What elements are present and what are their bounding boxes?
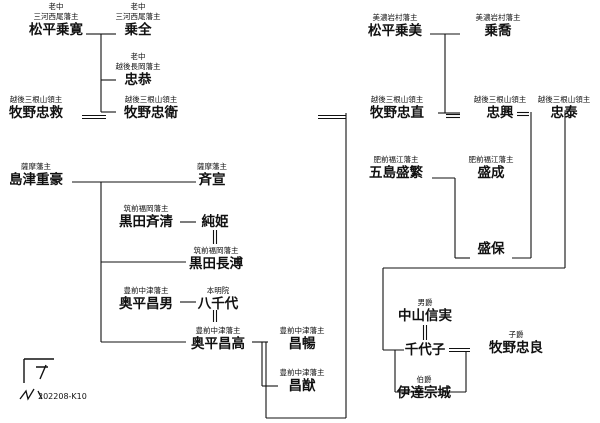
person-name: 忠興 bbox=[486, 105, 514, 121]
person-title: 筑前福岡藩主 bbox=[123, 204, 169, 213]
person-name: 盛保 bbox=[477, 241, 505, 257]
person-yachiyo: 本明院 八千代 bbox=[192, 286, 244, 312]
person-name: 八千代 bbox=[197, 296, 239, 312]
person-name: 千代子 bbox=[404, 342, 446, 358]
person-shimazu-shigehide: 薩摩藩主 島津重豪 bbox=[0, 162, 72, 188]
person-masamoto: 豊前中津藩主 昌猷 bbox=[266, 368, 338, 394]
person-kuroda-nagahiro: 筑前福岡藩主 黒田長溥 bbox=[176, 246, 256, 272]
person-title: 美濃岩村藩主 bbox=[372, 13, 418, 22]
person-title: 伯爵 bbox=[416, 375, 432, 384]
person-title: 美濃岩村藩主 bbox=[475, 13, 521, 22]
person-name: 奥平昌男 bbox=[119, 296, 173, 312]
person-name: 昌暢 bbox=[288, 336, 316, 352]
person-narinobu: 薩摩藩主 斉宣 bbox=[184, 162, 240, 188]
person-goto-moritada: 肥前福江藩主 五島盛繁 bbox=[360, 155, 432, 181]
person-name: 島津重豪 bbox=[9, 172, 63, 188]
diagram-code: 202208-K10 bbox=[38, 392, 87, 401]
person-makino-tadayoshi: 子爵 牧野忠良 bbox=[476, 330, 556, 356]
person-junhime: 純姫 bbox=[195, 214, 235, 230]
person-makino-tadanao: 越後三根山領主 牧野忠直 bbox=[358, 95, 436, 121]
person-okudaira-masataka: 豊前中津藩主 奥平昌高 bbox=[182, 326, 254, 352]
person-title: 老中 越後長岡藩主 bbox=[115, 52, 161, 71]
person-name: 五島盛繁 bbox=[369, 165, 423, 181]
person-makino-tadamori: 越後三根山領主 牧野忠衛 bbox=[112, 95, 190, 121]
person-matsudaira-noriyoshi: 美濃岩村藩主 松平乗美 bbox=[356, 13, 434, 39]
person-title: 肥前福江藩主 bbox=[468, 155, 514, 164]
person-tadahiro: 越後三根山領主 忠泰 bbox=[526, 95, 600, 121]
person-name: 牧野忠良 bbox=[489, 340, 543, 356]
person-tadaoki: 越後三根山領主 忠興 bbox=[462, 95, 538, 121]
person-name: 忠恭 bbox=[124, 72, 152, 88]
person-name: 乗全 bbox=[124, 22, 152, 38]
person-name: 松平乗寛 bbox=[29, 22, 83, 38]
person-title: 越後三根山領主 bbox=[9, 95, 63, 104]
person-morinari: 肥前福江藩主 盛成 bbox=[455, 155, 527, 181]
person-name: 牧野忠直 bbox=[370, 105, 424, 121]
person-name: 中山信実 bbox=[398, 308, 452, 324]
person-title: 越後三根山領主 bbox=[124, 95, 178, 104]
author-logo-icon bbox=[19, 358, 54, 401]
person-masanobu: 豊前中津藩主 昌暢 bbox=[266, 326, 338, 352]
person-name: 乗喬 bbox=[484, 23, 512, 39]
person-name: 伊達宗城 bbox=[397, 385, 451, 401]
person-name: 忠泰 bbox=[550, 105, 578, 121]
person-chiyoko: 千代子 bbox=[400, 342, 450, 358]
person-name: 牧野忠衛 bbox=[124, 105, 178, 121]
person-title: 老中 三河西尾藩主 bbox=[115, 2, 161, 21]
person-title: 越後三根山領主 bbox=[537, 95, 591, 104]
person-matsudaira-norihiro: 老中 三河西尾藩主 松平乗寛 bbox=[16, 2, 96, 38]
person-title: 豊前中津藩主 bbox=[279, 326, 325, 335]
person-moriyasu: 盛保 bbox=[470, 241, 512, 257]
person-title: 薩摩藩主 bbox=[197, 162, 227, 171]
person-title: 越後三根山領主 bbox=[473, 95, 527, 104]
person-date-munenari: 伯爵 伊達宗城 bbox=[388, 375, 460, 401]
person-name: 松平乗美 bbox=[368, 23, 422, 39]
person-name: 斉宣 bbox=[198, 172, 226, 188]
person-title: 豊前中津藩主 bbox=[279, 368, 325, 377]
person-title: 肥前福江藩主 bbox=[373, 155, 419, 164]
person-title: 豊前中津藩主 bbox=[195, 326, 241, 335]
person-name: 黒田長溥 bbox=[189, 256, 243, 272]
person-name: 牧野忠救 bbox=[9, 105, 63, 121]
person-nakayama-nobuzane: 男爵 中山信実 bbox=[392, 298, 458, 324]
person-title: 男爵 bbox=[417, 298, 433, 307]
person-title: 越後三根山領主 bbox=[370, 95, 424, 104]
person-name: 昌猷 bbox=[288, 378, 316, 394]
person-kuroda-narikiyo: 筑前福岡藩主 黒田斉清 bbox=[110, 204, 182, 230]
person-noritaka: 美濃岩村藩主 乗喬 bbox=[462, 13, 534, 39]
person-makino-tadahira: 越後三根山領主 牧野忠救 bbox=[0, 95, 72, 121]
person-title: 本明院 bbox=[206, 286, 230, 295]
person-name: 純姫 bbox=[201, 214, 229, 230]
person-noriyasu: 老中 三河西尾藩主 乗全 bbox=[102, 2, 174, 38]
person-title: 豊前中津藩主 bbox=[123, 286, 169, 295]
person-name: 黒田斉清 bbox=[119, 214, 173, 230]
person-title: 薩摩藩主 bbox=[21, 162, 51, 171]
person-title: 筑前福岡藩主 bbox=[193, 246, 239, 255]
person-tadayasu-nagaoka: 老中 越後長岡藩主 忠恭 bbox=[102, 52, 174, 88]
person-okudaira-masao: 豊前中津藩主 奥平昌男 bbox=[110, 286, 182, 312]
person-title: 老中 三河西尾藩主 bbox=[33, 2, 79, 21]
person-name: 盛成 bbox=[477, 165, 505, 181]
person-title: 子爵 bbox=[508, 330, 524, 339]
person-name: 奥平昌高 bbox=[191, 336, 245, 352]
